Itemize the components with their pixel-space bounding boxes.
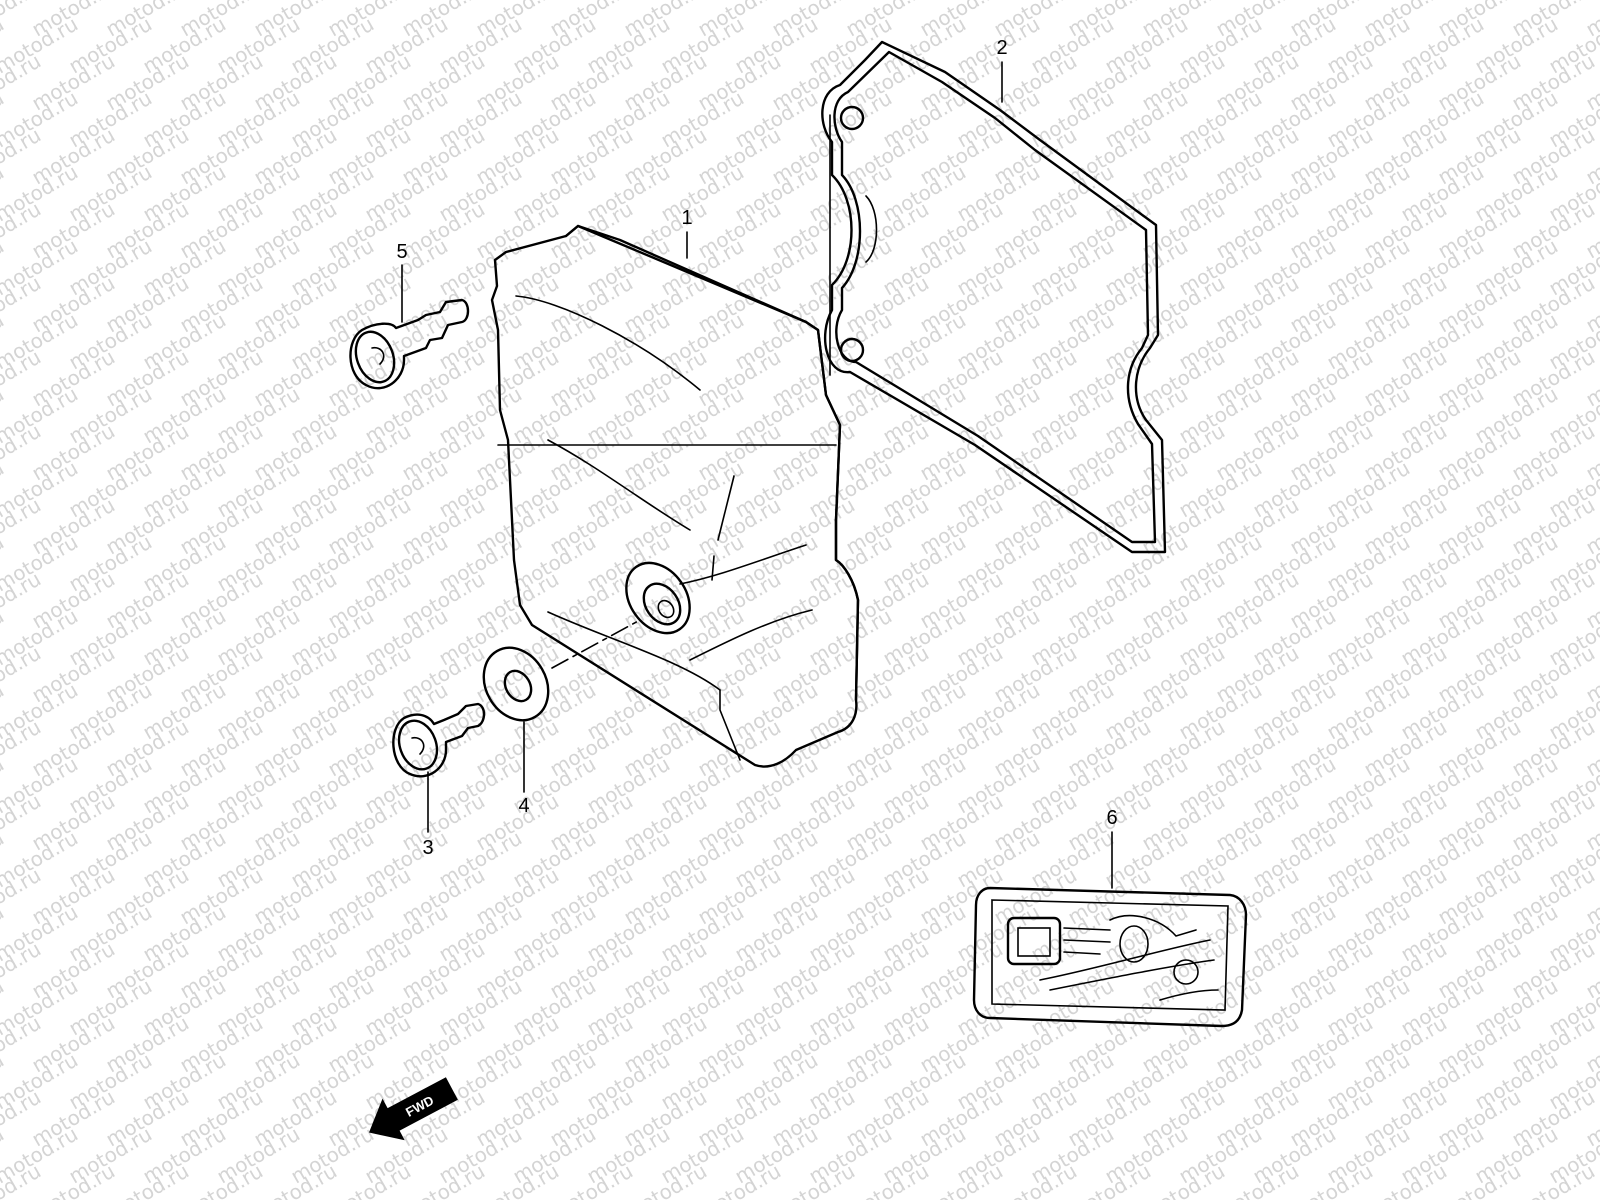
part-6-label: [972, 886, 1248, 1028]
part-3-bolt: [392, 702, 486, 778]
leader-lines: [401, 61, 1113, 889]
part-2-gasket: [821, 40, 1167, 554]
callout-6: 6: [1106, 807, 1117, 829]
callout-1: 1: [681, 207, 692, 229]
callout-3: 3: [422, 837, 433, 859]
callout-2: 2: [996, 37, 1007, 59]
callout-5: 5: [396, 241, 407, 263]
fwd-arrow-shape: [368, 1077, 458, 1141]
part-1-cover: [490, 224, 860, 768]
callout-4: 4: [518, 795, 529, 817]
part-5-bolt: [349, 298, 470, 390]
callout-numbers: 1 2 3 4 5 6: [396, 37, 1117, 859]
part-4-washer: [482, 619, 641, 722]
